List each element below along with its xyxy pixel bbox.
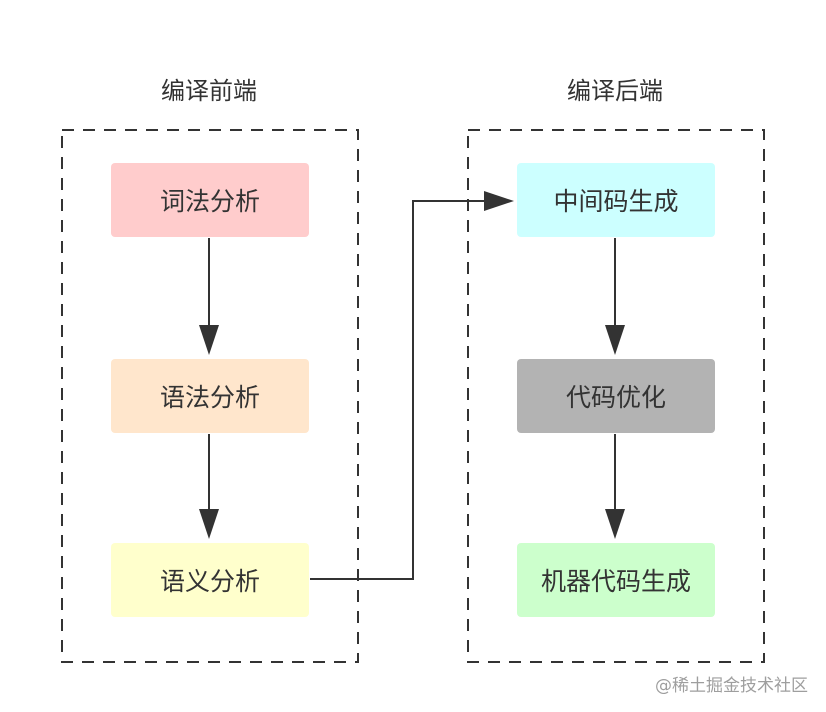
node-semantic-analysis: 语义分析 xyxy=(111,543,309,617)
backend-group-border xyxy=(467,129,765,663)
node-syntax-analysis: 语法分析 xyxy=(111,359,309,433)
node-lexical-analysis: 词法分析 xyxy=(111,163,309,237)
arrow-optimization-to-codegen-head xyxy=(605,509,625,539)
node-code-optimization: 代码优化 xyxy=(517,359,715,433)
frontend-title: 编译前端 xyxy=(161,77,257,105)
arrow-syntax-to-semantic-head xyxy=(199,509,219,539)
watermark-text: @稀土掘金技术社区 xyxy=(655,676,808,696)
arrow-semantic-to-ir-line xyxy=(310,200,486,580)
frontend-group-border xyxy=(61,129,359,663)
arrow-lexical-to-syntax-head xyxy=(199,325,219,355)
node-machine-code-generation: 机器代码生成 xyxy=(517,543,715,617)
arrow-semantic-to-ir-head xyxy=(484,191,514,211)
backend-title: 编译后端 xyxy=(567,77,663,105)
arrow-ir-to-optimization-head xyxy=(605,325,625,355)
node-ir-generation: 中间码生成 xyxy=(517,163,715,237)
